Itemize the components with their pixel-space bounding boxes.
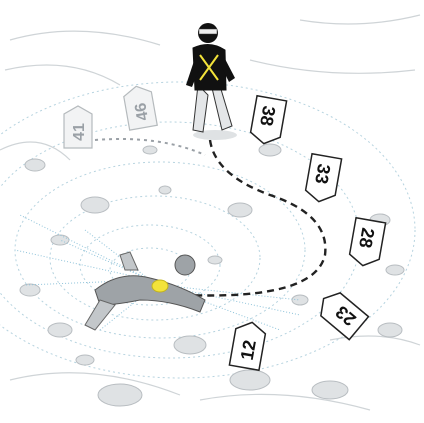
sign-23: 23 (314, 287, 369, 340)
rescuer-figure (186, 23, 237, 140)
sign-12: 12 (229, 320, 267, 371)
sign-value: 12 (237, 339, 260, 362)
rocks (20, 144, 404, 406)
sign-28: 28 (348, 218, 386, 269)
sign-46: 46 (122, 84, 157, 130)
sign-value: 38 (256, 104, 279, 127)
sign-33: 33 (304, 154, 342, 205)
sign-value: 33 (311, 162, 334, 185)
sign-38: 38 (249, 96, 287, 147)
sign-value: 46 (132, 101, 152, 122)
buried-victim (85, 252, 205, 330)
sign-value: 41 (71, 123, 88, 141)
sign-value: 28 (355, 226, 378, 249)
sign-41: 41 (64, 106, 92, 148)
search-path (185, 140, 325, 296)
beacon-icon (152, 280, 168, 292)
